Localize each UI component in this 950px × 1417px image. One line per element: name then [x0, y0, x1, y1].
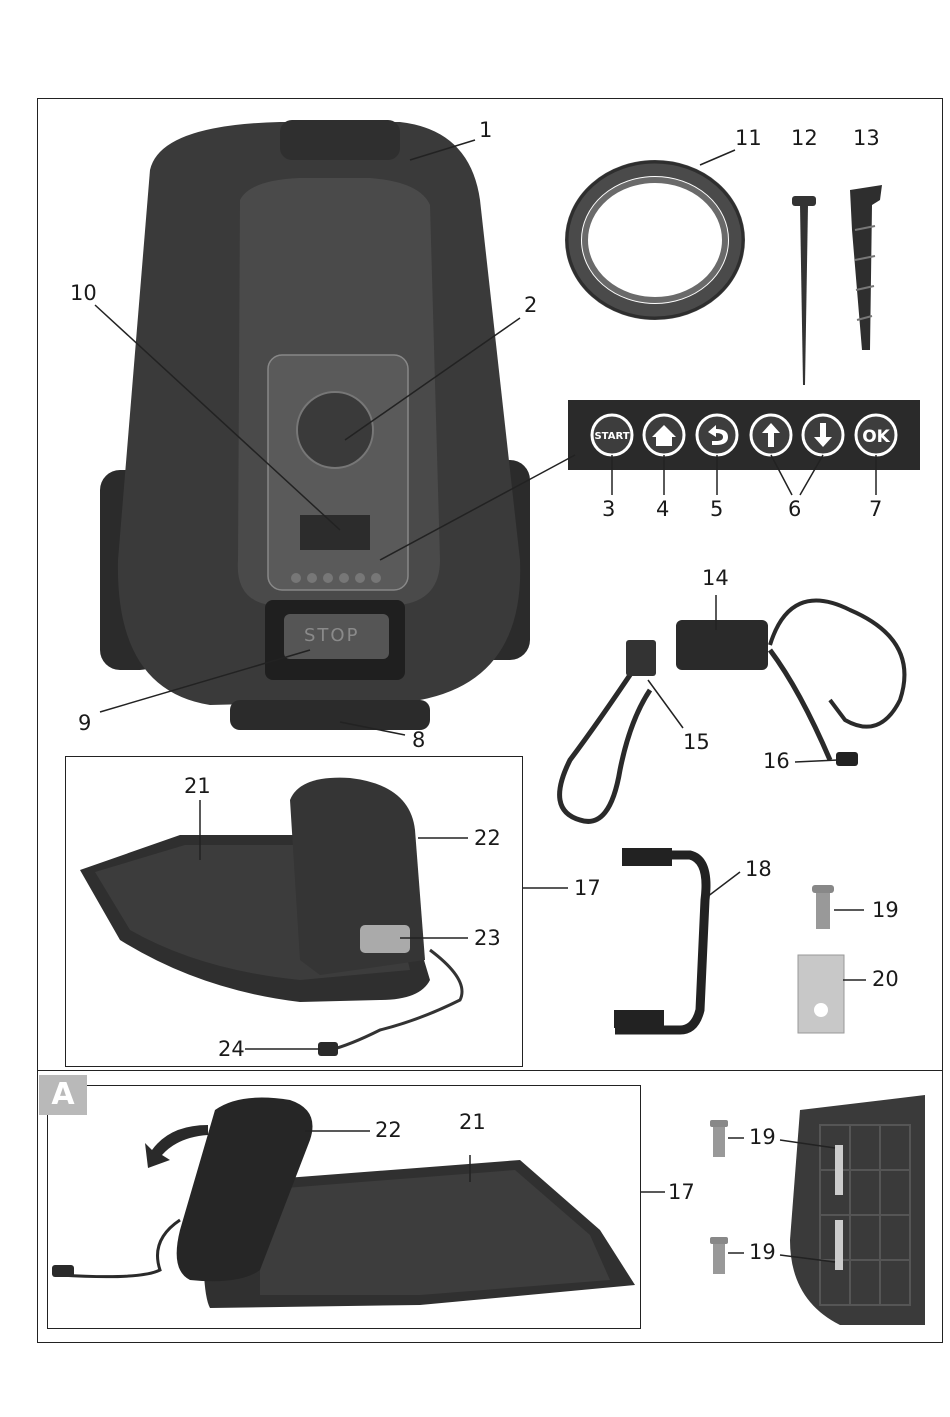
callout-12: 12: [791, 128, 818, 149]
callout-5: 5: [710, 499, 723, 520]
callout-7: 7: [869, 499, 882, 520]
figure-a-callout-22: 22: [375, 1120, 402, 1141]
boundary-wire-coil-image: [567, 162, 743, 318]
callout-15: 15: [683, 732, 710, 753]
figure-a-callout-17: 17: [668, 1182, 695, 1203]
callout-9: 9: [78, 713, 91, 734]
power-supply-image: [560, 601, 905, 822]
callout-23: 23: [474, 928, 501, 949]
figure-a-callout-21: 21: [459, 1112, 486, 1133]
callout-20: 20: [872, 969, 899, 990]
start-button: START: [592, 415, 632, 455]
callout-14: 14: [702, 568, 729, 589]
stop-button-label: STOP: [304, 627, 359, 645]
figure-a-station-image: [52, 1098, 635, 1308]
callout-24: 24: [218, 1039, 245, 1060]
callout-13: 13: [853, 128, 880, 149]
callout-6: 6: [788, 499, 801, 520]
callout-22: 22: [474, 828, 501, 849]
callout-21: 21: [184, 776, 211, 797]
figure-a-callout-19-top: 19: [749, 1127, 776, 1148]
screw-a2-image: [710, 1237, 728, 1274]
figure-a-baseplate-detail-image: [710, 1095, 925, 1325]
callout-10: 10: [70, 283, 97, 304]
ok-button: OK: [856, 415, 896, 455]
charging-station-peg-image: [850, 185, 882, 350]
handle-image: [614, 848, 706, 1030]
callout-2: 2: [524, 295, 537, 316]
callout-18: 18: [745, 859, 772, 880]
figure-a-callout-19-bottom: 19: [749, 1242, 776, 1263]
callout-16: 16: [763, 751, 790, 772]
docking-station-image: [80, 778, 462, 1056]
callout-11: 11: [735, 128, 762, 149]
home-button: [644, 415, 684, 455]
rotate-arrow-icon: [145, 1125, 208, 1168]
up-button: [751, 415, 791, 455]
down-button: [803, 415, 843, 455]
callout-19: 19: [872, 900, 899, 921]
figure-a-badge: A: [39, 1075, 87, 1115]
callout-4: 4: [656, 499, 669, 520]
callout-3: 3: [602, 499, 615, 520]
screw-image: [812, 885, 834, 929]
ok-button-label: OK: [862, 427, 890, 447]
callout-8: 8: [412, 730, 425, 751]
back-button: [697, 415, 737, 455]
callout-17: 17: [574, 878, 601, 899]
start-button-label: START: [594, 431, 629, 442]
ground-peg-image: [792, 196, 816, 385]
blade-image: [798, 955, 844, 1033]
screw-a1-image: [710, 1120, 728, 1157]
callout-1: 1: [479, 120, 492, 141]
control-panel-strip: START OK: [568, 400, 920, 470]
